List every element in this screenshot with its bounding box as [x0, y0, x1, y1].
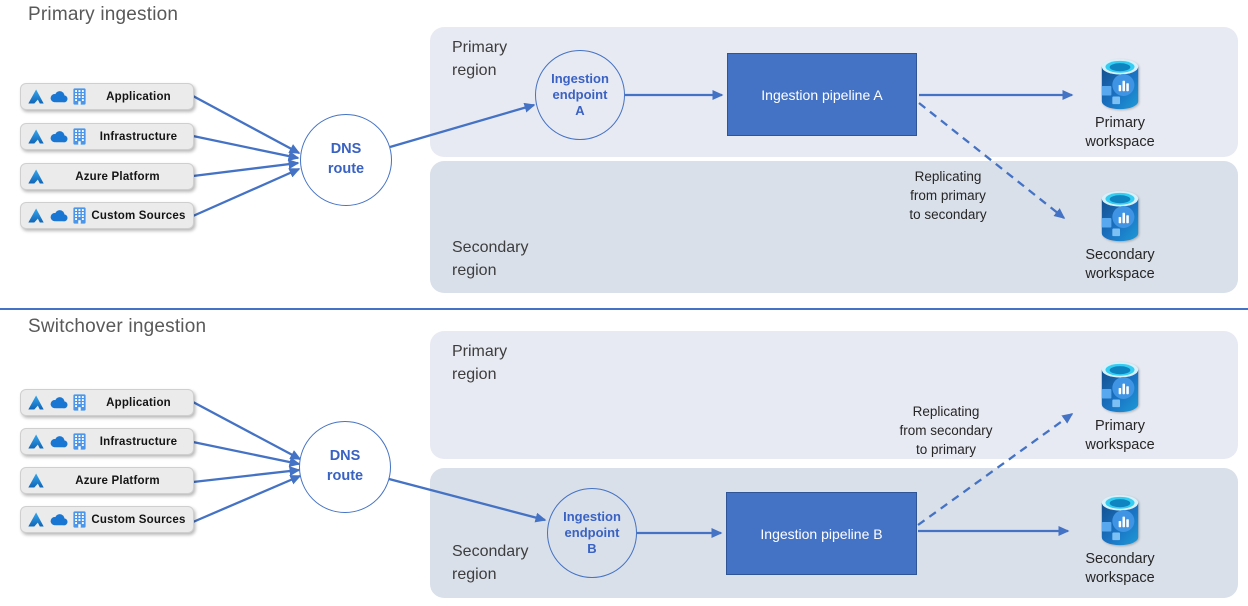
cloud-icon [49, 435, 68, 448]
building-icon [73, 88, 86, 105]
pi-arrow-custom-sources-to-dns [192, 167, 301, 218]
cloud-icon [49, 90, 68, 103]
si-primary-workspace-label: Primary workspace [1085, 418, 1155, 453]
pi-ingestion-endpoint-node: Ingestion endpoint A [535, 50, 625, 140]
azure-icon [28, 512, 44, 527]
si-source-infrastructure: Infrastructure [20, 428, 194, 455]
building-icon [73, 511, 86, 528]
source-label: Azure Platform [75, 474, 160, 487]
building-icon [73, 128, 86, 145]
azure-icon [28, 169, 44, 184]
source-label: Application [106, 90, 171, 103]
azure-icon [28, 473, 44, 488]
source-label: Infrastructure [99, 130, 178, 143]
pi-source-infrastructure: Infrastructure [20, 123, 194, 150]
pi-dns-route-node: DNS route [300, 114, 392, 206]
pi-replication-note: Replicating from primary to secondary [909, 169, 987, 223]
building-icon [73, 394, 86, 411]
si-secondary-region-label: Secondary region [452, 543, 529, 584]
pi-source-custom-sources: Custom Sources [20, 202, 194, 229]
primary-section-title: Primary ingestion [28, 4, 179, 25]
si-arrow-infrastructure-to-dns [192, 440, 301, 467]
cloud-icon [49, 130, 68, 143]
cloud-icon [49, 209, 68, 222]
pi-arrow-application-to-dns [192, 94, 301, 155]
si-secondary-workspace-label: Secondary workspace [1085, 551, 1155, 586]
ingestion-endpoint-label: Ingestion endpoint B [563, 508, 621, 557]
azure-icon [28, 89, 44, 104]
workspace-icon [1097, 494, 1143, 548]
pi-ingestion-pipeline-node: Ingestion pipeline A [727, 53, 917, 136]
si-source-azure-platform: Azure Platform [20, 467, 194, 494]
source-label: Application [106, 396, 171, 409]
si-source-application: Application [20, 389, 194, 416]
azure-icon [28, 395, 44, 410]
section-divider [0, 308, 1248, 310]
workspace-icon [1097, 190, 1143, 244]
azure-icon [28, 208, 44, 223]
ingestion-pipeline-label: Ingestion pipeline A [761, 86, 883, 103]
si-primary-region-label: Primary region [452, 343, 508, 384]
azure-icon [28, 434, 44, 449]
pi-arrow-azure-platform-to-dns [192, 159, 300, 178]
dns-route-label: DNS route [327, 141, 365, 177]
pi-source-azure-platform: Azure Platform [20, 163, 194, 190]
building-icon [73, 207, 86, 224]
workspace-icon [1097, 361, 1143, 415]
si-source-custom-sources: Custom Sources [20, 506, 194, 533]
ingestion-pipeline-label: Ingestion pipeline B [760, 525, 883, 542]
ingestion-endpoint-label: Ingestion endpoint A [551, 70, 609, 119]
source-label: Custom Sources [91, 513, 186, 526]
dns-route-label: DNS route [326, 448, 364, 484]
pi-secondary-workspace-label: Secondary workspace [1085, 247, 1155, 282]
source-label: Azure Platform [75, 170, 160, 183]
pi-secondary-region-label: Secondary region [452, 239, 529, 280]
cloud-icon [49, 396, 68, 409]
switchover-section-title: Switchover ingestion [28, 316, 207, 337]
si-arrow-azure-platform-to-dns [192, 466, 301, 484]
workspace-icon [1097, 58, 1143, 112]
pi-source-application: Application [20, 83, 194, 110]
si-arrow-custom-sources-to-dns [192, 474, 302, 524]
azure-icon [28, 129, 44, 144]
pi-primary-region-label: Primary region [452, 39, 508, 80]
building-icon [73, 433, 86, 450]
si-ingestion-endpoint-node: Ingestion endpoint B [547, 488, 637, 578]
pi-primary-workspace-label: Primary workspace [1085, 115, 1155, 150]
si-replication-note: Replicating from secondary to primary [899, 404, 993, 458]
si-ingestion-pipeline-node: Ingestion pipeline B [726, 492, 917, 575]
cloud-icon [49, 513, 68, 526]
pi-arrow-infrastructure-to-dns [192, 134, 300, 161]
source-label: Infrastructure [99, 435, 178, 448]
si-arrow-application-to-dns [192, 400, 302, 461]
source-label: Custom Sources [91, 209, 186, 222]
si-dns-route-node: DNS route [299, 421, 391, 513]
